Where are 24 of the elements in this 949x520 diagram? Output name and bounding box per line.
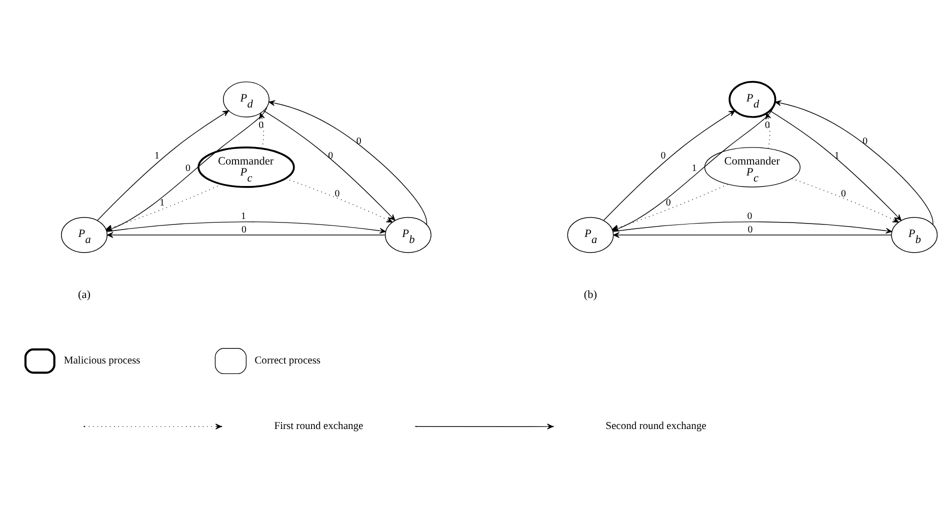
legend-label: Second round exchange xyxy=(606,420,706,432)
edge-label: 0 xyxy=(862,135,868,146)
edge-label: 0 xyxy=(841,188,846,199)
edge-label: 0 xyxy=(186,162,190,174)
edge-label: 0 xyxy=(748,224,753,235)
edge-label: 0 xyxy=(764,120,770,131)
edge-label: 1 xyxy=(240,210,246,222)
legend-label: Malicious process xyxy=(64,354,140,366)
edge-label: 0 xyxy=(356,135,362,146)
label: (b) xyxy=(584,288,598,301)
label: (a) xyxy=(78,288,91,301)
edge-label: 1 xyxy=(160,197,165,208)
edge-label: 1 xyxy=(834,150,840,161)
edge-label: 1 xyxy=(154,150,160,161)
edge-label: 0 xyxy=(334,188,340,199)
edge-label: 0 xyxy=(666,197,671,208)
edge-label: 1 xyxy=(692,162,697,174)
legend-label: Correct process xyxy=(254,354,321,366)
edge-label: 0 xyxy=(242,224,246,235)
edge-label: 0 xyxy=(328,150,334,161)
edge-label: 0 xyxy=(258,120,264,131)
edge-label: 0 xyxy=(747,210,752,222)
edge-label: 0 xyxy=(660,150,666,161)
legend-label: First round exchange xyxy=(274,420,364,432)
